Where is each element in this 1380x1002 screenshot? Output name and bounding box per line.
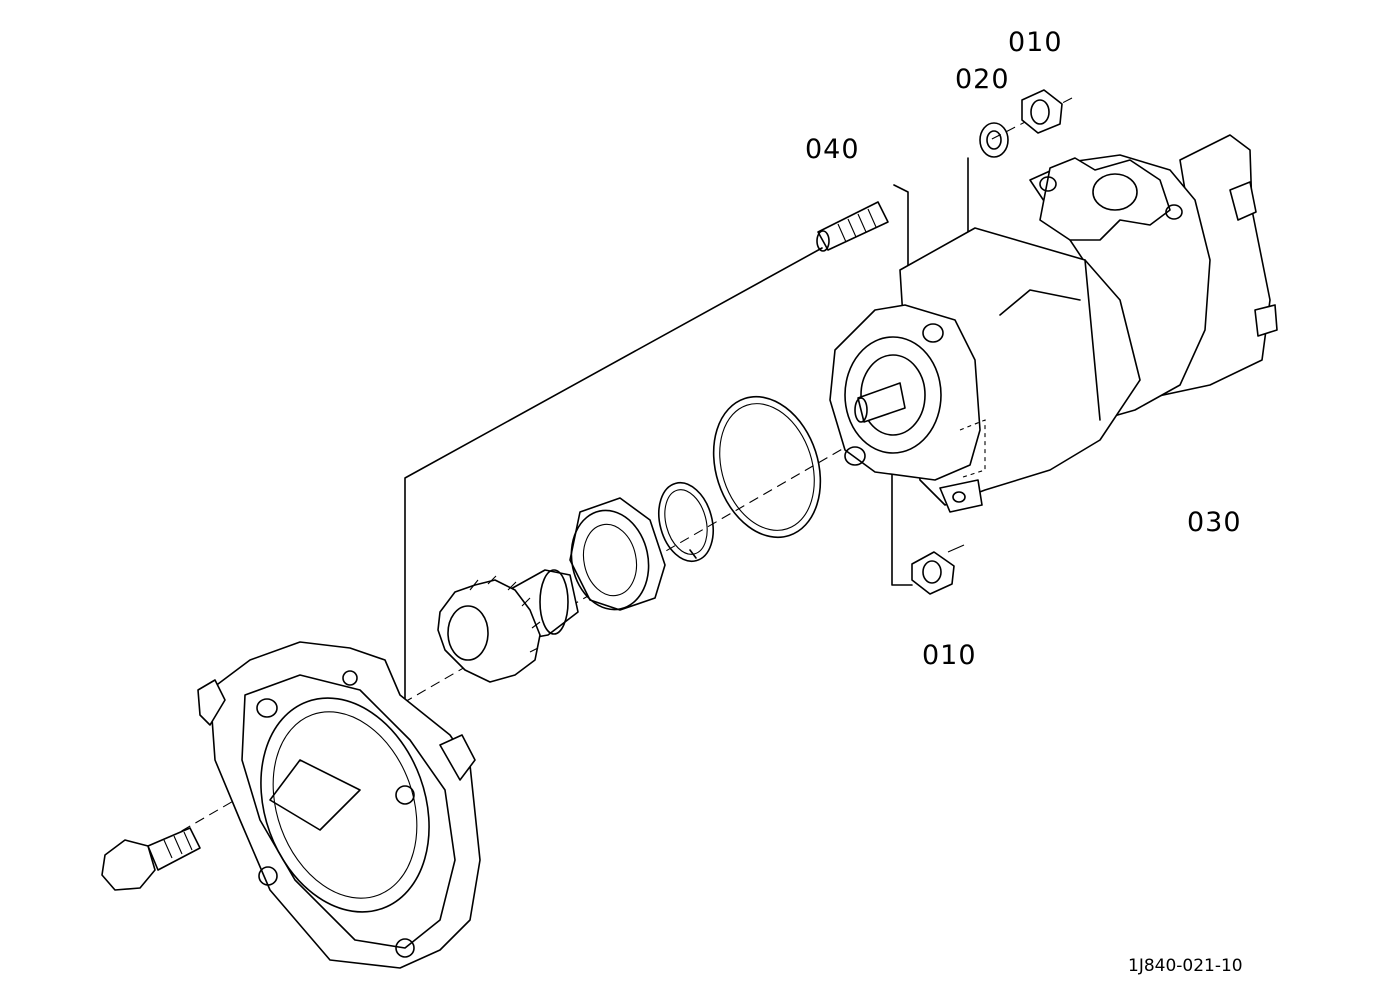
callout-010-bottom: 010 [922, 640, 977, 671]
callout-020: 020 [955, 64, 1010, 95]
nut-top [1021, 89, 1063, 134]
drive-gear-shaft [437, 569, 579, 683]
callout-010-top: 010 [1008, 27, 1063, 58]
hex-bolt [101, 827, 201, 891]
spring-washer [979, 122, 1009, 158]
o-ring [712, 395, 822, 539]
stud-bolt [816, 201, 889, 252]
nut-bottom [911, 551, 955, 595]
front-cover [197, 641, 481, 969]
drawing-reference: 1J840-021-10 [1128, 956, 1243, 976]
hydraulic-pump [829, 134, 1278, 513]
snap-ring [658, 481, 714, 563]
ball-bearing [569, 497, 666, 611]
callout-030: 030 [1187, 507, 1242, 538]
callout-040: 040 [805, 134, 860, 165]
